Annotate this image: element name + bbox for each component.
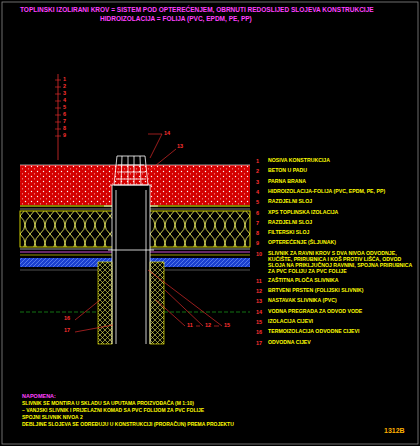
legend-number: 1 (256, 158, 259, 164)
legend-text: BETON U PADU (268, 168, 414, 174)
legend-text: VODNA PREGRADA ZA ODVOD VODE (268, 309, 414, 315)
callout-number: 9 (63, 132, 66, 138)
legend-text: RAZDJELNI SLOJ (268, 199, 414, 205)
callout-number: 16 (64, 315, 70, 321)
legend-text: IZOLACIJA CIJEVI (268, 319, 414, 325)
note-line: SPOJNI SLIVNIK NIVOA 2 (22, 415, 83, 421)
legend-number: 5 (256, 199, 259, 205)
callout-number: 8 (63, 125, 66, 131)
legend-number: 15 (256, 319, 262, 325)
legend-number: 16 (256, 329, 262, 335)
legend-text: NASTAVAK SLIVNIKA (PVC) (268, 298, 414, 304)
legend-number: 14 (256, 309, 262, 315)
legend-number: 2 (256, 168, 259, 174)
drawing-code: 1312B (384, 427, 405, 435)
callout-number: 5 (63, 104, 66, 110)
callout-number: 15 (224, 322, 230, 328)
legend-number: 7 (256, 220, 259, 226)
legend-number: 17 (256, 340, 262, 346)
legend-text: RAZDJELNI SLOJ (268, 220, 414, 226)
callout-number: 11 (187, 322, 193, 328)
legend-text: NOSIVA KONSTRUKCIJA (268, 158, 414, 164)
drawing-title: TOPLINSKI IZOLIRANI KROV = SISTEM POD OP… (20, 6, 374, 13)
legend-text: ODVODNA CIJEV (268, 340, 414, 346)
legend-number: 3 (256, 179, 259, 185)
callout-number: 6 (63, 111, 66, 117)
callout-number: 3 (63, 90, 66, 96)
drawing-subtitle: HIDROIZOLACIJA = FOLIJA (PVC, EPDM, PE, … (100, 15, 252, 22)
legend-text: HIDROIZOLACIJA-FOLIJA (PVC, EPDM, PE, PP… (268, 189, 414, 195)
callout-number: 17 (64, 327, 70, 333)
legend-number: 9 (256, 240, 259, 246)
legend-number: 10 (256, 251, 262, 257)
legend-number: 8 (256, 230, 259, 236)
callout-number: 4 (63, 97, 66, 103)
legend-text: XPS TOPLINSKA IZOLACIJA (268, 210, 414, 216)
legend-text: SLIVNIK ZA RAVNI KROV S DVA NIVOA ODVODN… (268, 251, 414, 275)
legend-number: 11 (256, 278, 262, 284)
callout-number: 1 (63, 76, 66, 82)
callout-number: 12 (205, 322, 211, 328)
note-line: DEBLJINE SLOJEVA SE ODREĐUJU U KONSTRUKC… (22, 422, 234, 428)
legend-text: OPTEREĆENJE (ŠLJUNAK) (268, 240, 414, 246)
callout-number: 7 (63, 118, 66, 124)
legend-text: PARNA BRANA (268, 179, 414, 185)
legend-text: ZAŠTITNA PLOČA SLIVNIKA (268, 278, 414, 284)
note-line: SLIVNIK SE MONTIRA U SKLADU SA UPUTAMA P… (22, 401, 194, 407)
legend-number: 6 (256, 210, 259, 216)
callout-number: 2 (63, 83, 66, 89)
legend-number: 4 (256, 189, 259, 195)
legend-text: BRTVENI PRSTEN (FOLIJSKI SLIVNIK) (268, 288, 414, 294)
callout-number: 13 (177, 143, 183, 149)
legend-number: 12 (256, 288, 262, 294)
legend-number: 13 (256, 298, 262, 304)
legend-text: FILTERSKI SLOJ (268, 230, 414, 236)
legend-text: TERMOIZOLACIJA ODVODNE CIJEVI (268, 329, 414, 335)
callout-number: 14 (164, 130, 170, 136)
note-line: – VANJSKI SLIVNIK I PRIJELAZNI KOMAD SA … (22, 408, 204, 414)
note-heading: NAPOMENA: (22, 393, 56, 399)
